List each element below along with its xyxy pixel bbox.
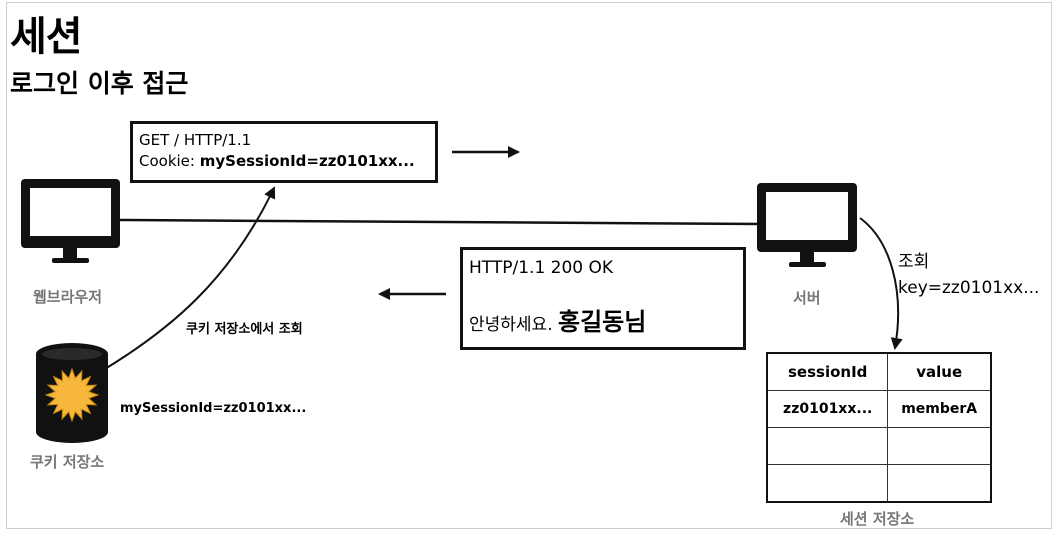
cell-session-id: zz0101xx... (766, 390, 889, 428)
cookie-header: Cookie: mySessionId=zz0101xx... (139, 151, 435, 172)
browser-monitor-icon (21, 179, 120, 263)
header-session-id: sessionId (766, 352, 889, 391)
server-label: 서버 (793, 289, 821, 307)
response-name: 홍길동님 (558, 308, 647, 336)
cookie-value-label: mySessionId=zz0101xx... (120, 401, 307, 416)
cell-session-id (766, 427, 889, 465)
response-body: 안녕하세요. 홍길동님 (469, 302, 743, 337)
request-box: GET / HTTP/1.1 Cookie: mySessionId=zz010… (130, 121, 438, 183)
session-lookup-curve (859, 217, 903, 350)
lookup-key: key=zz0101xx... (898, 278, 1040, 298)
response-status: HTTP/1.1 200 OK (469, 258, 614, 278)
cell-session-id (766, 464, 889, 503)
table-row (766, 427, 992, 465)
request-line: GET / HTTP/1.1 (139, 131, 252, 149)
lookup-label: 조회 (898, 252, 930, 272)
page-title: 세션 (10, 14, 83, 60)
response-greeting: 안녕하세요. (469, 315, 559, 335)
cell-value (887, 427, 992, 465)
page-subtitle: 로그인 이후 접근 (10, 69, 189, 98)
table-header-row: sessionId value (766, 352, 992, 391)
connection-line (119, 218, 763, 226)
cookie-lookup-curve (99, 186, 276, 373)
header-value: value (887, 352, 992, 391)
session-store-label: 세션 저장소 (840, 510, 915, 528)
cookie-lookup-label: 쿠키 저장소에서 조회 (186, 322, 303, 337)
table-row: zz0101xx... memberA (766, 390, 992, 428)
cookie-sun-icon (44, 367, 100, 423)
cookie-value: mySessionId=zz0101xx... (199, 152, 415, 170)
cookie-store-label: 쿠키 저장소 (30, 453, 105, 471)
server-monitor-icon (757, 183, 857, 267)
response-box: HTTP/1.1 200 OK 안녕하세요. 홍길동님 (460, 247, 746, 350)
session-store-table: sessionId value zz0101xx... memberA (766, 352, 992, 503)
lookup-note: 조회 key=zz0101xx... (898, 249, 1039, 301)
table-row (766, 464, 992, 503)
cookie-prefix: Cookie: (139, 152, 200, 170)
cell-value (887, 464, 992, 503)
browser-label: 웹브라우저 (33, 288, 103, 306)
cell-value: memberA (887, 390, 992, 428)
